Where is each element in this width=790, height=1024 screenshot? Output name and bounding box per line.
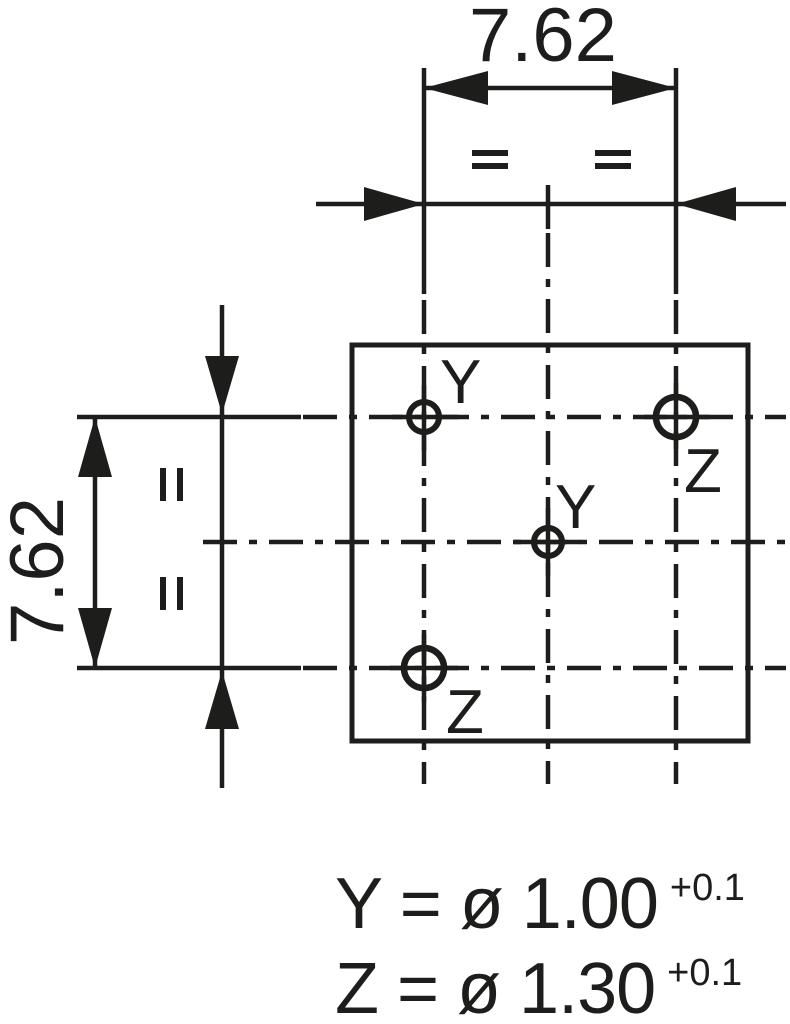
legend-row-y: Y = ø 1.00 +0.1 <box>335 864 745 944</box>
equal-bar <box>472 150 508 156</box>
equal-bar <box>472 163 508 169</box>
top-symmetry-line <box>316 150 786 229</box>
hole-circle <box>400 644 448 692</box>
arrowhead-inward-right-icon <box>676 187 736 221</box>
hole-circle <box>531 525 565 559</box>
hole-label: Y <box>555 473 596 542</box>
equal-spacing-icon <box>472 150 508 169</box>
left-symmetry-line <box>160 305 239 788</box>
hole-label: Y <box>440 348 481 417</box>
hole-label: Z <box>684 437 722 506</box>
arrowhead-left-icon <box>424 71 488 105</box>
hole-label: Z <box>446 678 484 747</box>
legend-row-z: Z = ø 1.30 +0.1 <box>335 949 742 1024</box>
hole-circle <box>652 393 700 441</box>
hole-top-right: Z <box>644 383 722 506</box>
arrowhead-up-icon <box>78 417 112 477</box>
equal-bar <box>177 468 183 501</box>
centerlines <box>203 233 786 784</box>
equal-bar <box>160 468 166 501</box>
equal-bar <box>160 577 166 610</box>
arrowhead-inward-down-icon <box>205 356 239 414</box>
legend-row-z-label: Z = ø 1.30 <box>335 949 655 1024</box>
arrowhead-right-icon <box>612 71 676 105</box>
hole-circle <box>406 399 442 435</box>
hole-center: Y <box>514 473 596 576</box>
equal-bar <box>177 577 183 610</box>
legend: Y = ø 1.00+0.1 Z = ø 1.30+0.1 <box>335 864 745 1024</box>
left-dimension-value: 7.62 <box>0 497 80 645</box>
legend-row-y-tolerance: +0.1 <box>670 867 745 909</box>
arrowhead-inward-left-icon <box>364 187 424 221</box>
top-dimension: 7.62 <box>421 0 679 294</box>
legend-row-z-tolerance: +0.1 <box>667 952 742 994</box>
equal-spacing-icon <box>160 468 183 501</box>
legend-row-y-label: Y = ø 1.00 <box>335 864 658 944</box>
arrowhead-down-icon <box>78 608 112 668</box>
equal-bar <box>595 150 631 156</box>
hole-top-left: Y <box>392 348 481 451</box>
left-dimension: 7.62 <box>0 414 301 671</box>
arrowhead-inward-up-icon <box>205 671 239 729</box>
equal-spacing-icon <box>160 577 183 610</box>
top-dimension-value: 7.62 <box>469 0 617 78</box>
equal-spacing-icon <box>595 150 631 169</box>
hole-bottom-left: Z <box>390 634 484 747</box>
equal-bar <box>595 163 631 169</box>
